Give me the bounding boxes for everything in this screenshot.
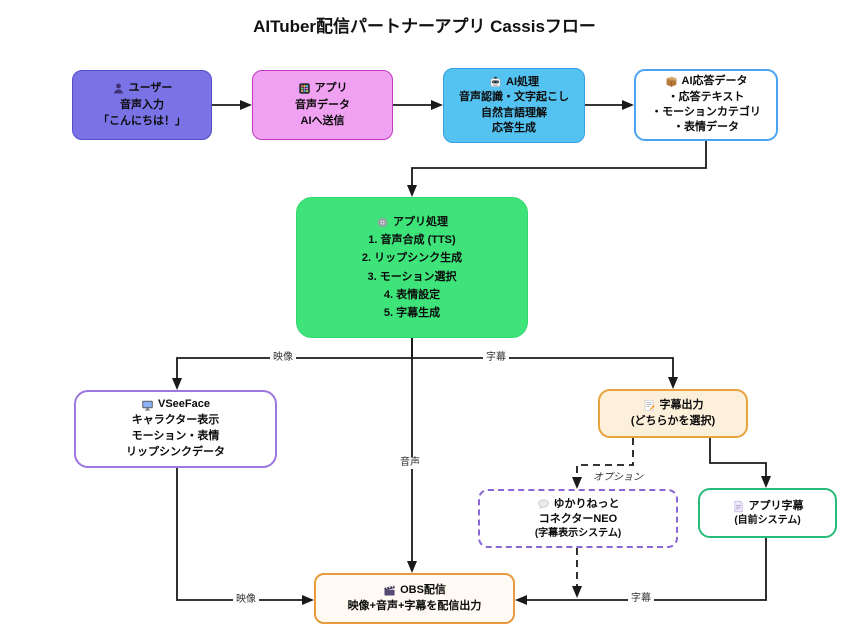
node-app-send-title: アプリ <box>314 82 348 95</box>
node-app-send-line2: 音声データ <box>295 98 350 111</box>
node-user-line3: 「こんにちは！」 <box>98 115 186 128</box>
node-obs-line2: 映像+音声+字幕を配信出力 <box>347 599 482 612</box>
node-vseeface-line2: キャラクター表示 <box>131 414 220 427</box>
speech-bubble-icon <box>537 498 550 511</box>
node-ai-process-title: AI処理 <box>506 75 539 88</box>
node-user-title: ユーザー <box>128 82 173 95</box>
node-app-process-title: アプリ処理 <box>393 216 448 229</box>
node-obs: OBS配信 映像+音声+字幕を配信出力 <box>314 573 515 624</box>
node-app-subtitle-line2: (自前システム) <box>734 514 801 526</box>
node-user-line2: 音声入力 <box>120 98 164 111</box>
node-subtitle-output-title: 字幕出力 <box>659 399 704 412</box>
edge-app-subtitle-to-obs <box>515 538 767 605</box>
node-ai-response-line4: ・表情データ <box>673 121 739 134</box>
node-app-send: アプリ 音声データ AIへ送信 <box>252 70 393 140</box>
node-app-send-line3: AIへ送信 <box>300 115 345 128</box>
node-app-process-line6: 5. 字幕生成 <box>383 306 441 319</box>
edge-label-option: オプション <box>590 472 646 484</box>
node-ai-response-line3: ・モーションカテゴリ <box>651 106 761 118</box>
node-app-process-line5: 4. 表情設定 <box>383 288 441 301</box>
node-app-subtitle-title: アプリ字幕 <box>748 499 804 512</box>
package-icon <box>665 75 678 88</box>
node-yukarinette-title: ゆかりねっと <box>553 497 620 510</box>
node-obs-title: OBS配信 <box>400 584 446 597</box>
edge-label-audio: 音声 <box>397 457 423 469</box>
user-icon <box>112 82 125 95</box>
gear-icon <box>376 216 389 229</box>
document-icon <box>732 500 745 513</box>
node-ai-response-title: AI応答データ <box>681 75 748 88</box>
node-ai-response-line2: ・応答テキスト <box>667 90 745 103</box>
edge-label-subtitle-bottom: 字幕 <box>628 593 654 605</box>
edge-label-video-top: 映像 <box>270 352 296 364</box>
edge-process-to-subtitle-output <box>411 338 678 389</box>
node-vseeface-line3: モーション・表情 <box>131 430 220 442</box>
edge-label-subtitle-top: 字幕 <box>483 352 509 364</box>
edge-label-video-bottom: 映像 <box>233 594 259 606</box>
memo-icon <box>643 399 656 412</box>
node-ai-process-line4: 応答生成 <box>492 121 536 134</box>
page-title: AITuber配信パートナーアプリ Cassisフロー <box>253 17 596 36</box>
node-subtitle-output-line2: (どちらかを選択) <box>630 414 716 427</box>
node-vseeface-line4: リップシンクデータ <box>126 445 225 458</box>
clapperboard-icon <box>383 584 396 597</box>
edge-vseeface-to-obs <box>176 468 314 605</box>
node-yukarinette-line2: コネクターNEO <box>538 512 618 525</box>
node-app-process-line2: 1. 音声合成 (TTS) <box>368 234 456 247</box>
node-ai-response: AI応答データ ・応答テキスト ・モーションカテゴリ ・表情データ <box>634 69 778 141</box>
node-subtitle-output: 字幕出力 (どちらかを選択) <box>598 389 748 438</box>
node-yukarinette: ゆかりねっと コネクターNEO (字幕表示システム) <box>478 489 678 548</box>
node-ai-process: AI処理 音声認識・文字起こし 自然言語理解 応答生成 <box>443 68 585 143</box>
node-app-process-line4: 3. モーション選択 <box>367 270 457 283</box>
node-user: ユーザー 音声入力 「こんにちは！」 <box>72 70 212 140</box>
node-app-process-line3: 2. リップシンク生成 <box>361 252 463 265</box>
node-app-process: アプリ処理 1. 音声合成 (TTS) 2. リップシンク生成 3. モーション… <box>296 197 528 338</box>
robot-icon <box>489 76 502 89</box>
edge-subtitle-output-to-app-subtitle <box>709 438 771 488</box>
node-vseeface: VSeeFace キャラクター表示 モーション・表情 リップシンクデータ <box>74 390 277 468</box>
monitor-icon <box>141 399 154 412</box>
edge-response-to-process <box>407 141 707 197</box>
app-icon <box>298 82 311 95</box>
node-ai-process-line3: 自然言語理解 <box>481 106 547 119</box>
node-app-subtitle: アプリ字幕 (自前システム) <box>698 488 837 538</box>
node-ai-process-line2: 音声認識・文字起こし <box>459 91 569 104</box>
node-yukarinette-line3: (字幕表示システム) <box>534 527 622 539</box>
edge-subtitle-output-to-yukarinette <box>572 438 634 489</box>
node-vseeface-title: VSeeFace <box>158 398 210 411</box>
